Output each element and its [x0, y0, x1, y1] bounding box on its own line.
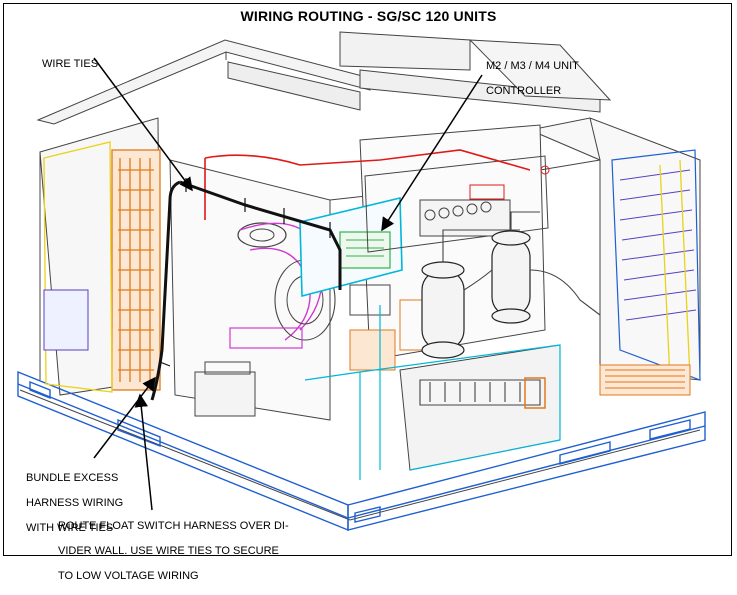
diagram-frame	[3, 3, 732, 556]
float-label-line3: TO LOW VOLTAGE WIRING	[58, 569, 199, 582]
orange-component	[524, 377, 546, 409]
arrow-float-switch	[134, 393, 153, 511]
wire-ties-label: WIRE TIES	[42, 45, 98, 70]
controller-label: M2 / M3 / M4 UNIT CONTROLLER	[486, 47, 579, 110]
arrow-controller	[381, 74, 483, 232]
leader-arrows	[93, 57, 483, 511]
base-rail	[17, 370, 706, 532]
bundle-excess-label: BUNDLE EXCESS HARNESS WIRING WITH WIRE T…	[26, 459, 123, 547]
float-switch-label: ROUTE FLOAT SWITCH HARNESS OVER DI- VIDE…	[58, 507, 289, 595]
unit-drawing	[17, 31, 706, 532]
controller-label-line1: M2 / M3 / M4 UNIT	[486, 59, 579, 72]
compressor-1	[421, 261, 465, 359]
bundle-label-line3: WITH WIRE TIES	[26, 521, 114, 534]
compressor-2	[491, 230, 531, 324]
refrigerant-piping	[419, 211, 601, 406]
bundle-label-line2: HARNESS WIRING	[26, 496, 124, 509]
red-wiring	[204, 149, 531, 220]
bundle-label-line1: BUNDLE EXCESS	[26, 471, 119, 484]
filter-panel	[43, 289, 89, 351]
evaporator-coil	[599, 149, 701, 396]
diagram-title: WIRING ROUTING - SG/SC 120 UNITS	[240, 8, 497, 24]
condenser-coil	[111, 149, 161, 391]
wire-ties-text: WIRE TIES	[42, 57, 99, 70]
arrow-bundle-excess	[93, 376, 156, 459]
float-label-line2: VIDER WALL. USE WIRE TIES TO SECURE	[58, 544, 279, 557]
arrow-wire-ties	[93, 57, 193, 192]
compartment-frame	[304, 305, 561, 480]
red-connector	[540, 165, 550, 175]
controller-label-line2: CONTROLLER	[486, 84, 562, 97]
float-label-line1: ROUTE FLOAT SWITCH HARNESS OVER DI-	[58, 519, 289, 532]
